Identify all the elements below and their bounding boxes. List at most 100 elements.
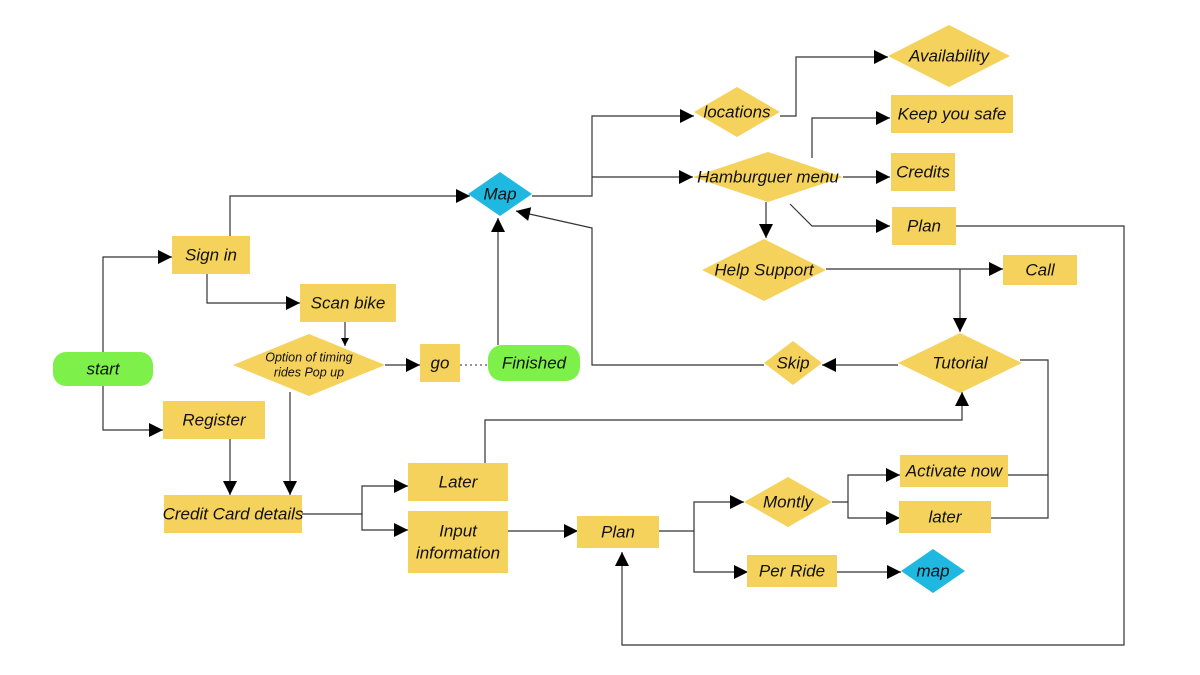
node-locations-label: locations <box>703 103 771 122</box>
arrowhead-map-to-locations <box>680 109 694 123</box>
node-finished-pill <box>488 345 580 381</box>
arrowhead-monthly-to-activate <box>886 468 900 482</box>
node-scan-bike: Scan bike <box>300 284 396 322</box>
node-credits-box <box>891 153 955 191</box>
edge-timing-to-credit-card <box>283 392 297 495</box>
node-skip-diamond <box>764 341 822 385</box>
node-plan-mid-box <box>577 516 659 548</box>
edge-sign-in-to-scan-bike <box>206 274 300 310</box>
edge-credit-card-to-later <box>302 479 408 515</box>
node-per-ride: Per Ride <box>747 555 837 587</box>
node-go: go <box>420 344 460 382</box>
arrowhead-start-to-register <box>149 423 163 437</box>
edge-later-to-tutorial <box>484 392 969 463</box>
node-keep-safe-box <box>891 95 1013 133</box>
node-credits: Credits <box>891 153 955 191</box>
arrowhead-credit-card-to-input <box>394 523 408 537</box>
node-tutorial: Tutorial <box>898 333 1022 393</box>
node-monthly: Montly <box>744 477 832 527</box>
arrowhead-sign-in-to-scan-bike <box>286 296 300 310</box>
node-monthly-diamond <box>744 477 832 527</box>
node-plan-top-box <box>892 207 956 245</box>
arrowhead-map-to-hamburger <box>679 170 693 184</box>
node-monthly-label: Montly <box>763 493 815 512</box>
arrowhead-hamburger-to-credits <box>876 170 890 184</box>
arrowhead-monthly-to-later <box>886 511 900 525</box>
node-register-box <box>163 401 265 439</box>
node-locations: locations <box>694 87 780 137</box>
node-start-label: start <box>86 360 120 379</box>
node-finished: Finished <box>488 345 580 381</box>
edge-tutorial-side-line <box>1020 359 1049 475</box>
node-input-info-label: Input <box>439 522 478 541</box>
arrowhead-register-to-credit-card <box>223 481 237 495</box>
node-credit-card: Credit Card details <box>163 495 304 533</box>
edge-scan-bike-to-timing <box>341 322 349 346</box>
edge-help-to-call <box>826 262 1003 276</box>
edge-plan-to-per-ride <box>693 531 748 579</box>
node-locations-diamond <box>694 87 780 137</box>
node-map-bottom-label: map <box>916 562 949 581</box>
edge-plan-to-monthly <box>659 495 744 532</box>
arrowhead-skip-to-map <box>516 207 532 221</box>
node-call-box <box>1003 255 1077 285</box>
arrowhead-sign-in-to-map <box>456 189 470 203</box>
node-scan-bike-label: Scan bike <box>311 294 386 313</box>
arrowhead-input-to-plan <box>564 524 578 538</box>
node-scan-bike-box <box>300 284 396 322</box>
edge-locations-to-availability <box>780 50 888 117</box>
node-hamburger-diamond <box>693 152 843 202</box>
node-map-top-label: Map <box>483 185 516 204</box>
edge-hamburger-to-plan <box>789 203 890 233</box>
node-activate-now: Activate now <box>900 455 1008 487</box>
arrowhead-help-to-tutorial <box>953 318 967 332</box>
node-activate-now-box <box>900 455 1008 487</box>
arrowhead-start-to-sign-in <box>158 250 172 264</box>
node-map-top: Map <box>468 172 532 216</box>
node-plan-top-label: Plan <box>907 217 941 236</box>
node-per-ride-label: Per Ride <box>759 562 825 581</box>
arrowhead-later-to-tutorial <box>955 392 969 406</box>
node-skip: Skip <box>764 341 822 385</box>
node-later-top-box <box>408 463 508 501</box>
edge-credit-card-to-input <box>361 514 408 537</box>
node-start: start <box>53 352 153 386</box>
arrowhead-hamburger-to-help <box>759 224 773 238</box>
node-plan-mid: Plan <box>577 516 659 548</box>
node-input-info-label: information <box>416 544 500 563</box>
node-hamburger: Hamburguer menu <box>693 152 843 202</box>
arrowhead-tutorial-to-skip <box>822 358 836 372</box>
arrowhead-per-ride-to-map <box>887 565 901 579</box>
node-go-box <box>420 344 460 382</box>
node-later-top-label: Later <box>439 473 479 492</box>
node-later-bottom: later <box>899 501 991 533</box>
node-map-top-diamond <box>468 172 532 216</box>
node-sign-in-box <box>172 236 250 274</box>
edge-plan-top-to-plan-mid <box>615 225 1125 646</box>
node-finished-label: Finished <box>502 354 567 373</box>
node-credit-card-box <box>164 495 302 533</box>
node-register-label: Register <box>182 411 247 430</box>
node-register: Register <box>163 401 265 439</box>
edge-register-to-credit-card <box>223 439 237 495</box>
edge-map-to-hamburger <box>592 170 693 184</box>
node-credits-label: Credits <box>896 163 950 182</box>
edge-help-to-tutorial <box>953 269 967 332</box>
arrowhead-help-to-call <box>989 262 1003 276</box>
arrowhead-plan-top-to-plan-mid <box>615 552 629 566</box>
arrowhead-scan-bike-to-timing <box>341 338 349 346</box>
arrowhead-locations-to-availability <box>874 50 888 64</box>
node-availability: Availability <box>888 25 1010 87</box>
node-sign-in: Sign in <box>172 236 250 274</box>
node-input-info: Input information <box>408 511 508 573</box>
node-hamburger-label: Hamburguer menu <box>697 168 839 187</box>
arrowhead-plan-to-monthly <box>730 495 744 509</box>
node-availability-label: Availability <box>908 47 991 66</box>
arrowhead-hamburger-to-plan <box>876 219 890 233</box>
edge-monthly-to-later <box>847 502 900 525</box>
node-timing-popup-diamond <box>233 334 385 396</box>
edge-finished-to-map <box>491 218 505 345</box>
node-tutorial-diamond <box>898 333 1022 393</box>
